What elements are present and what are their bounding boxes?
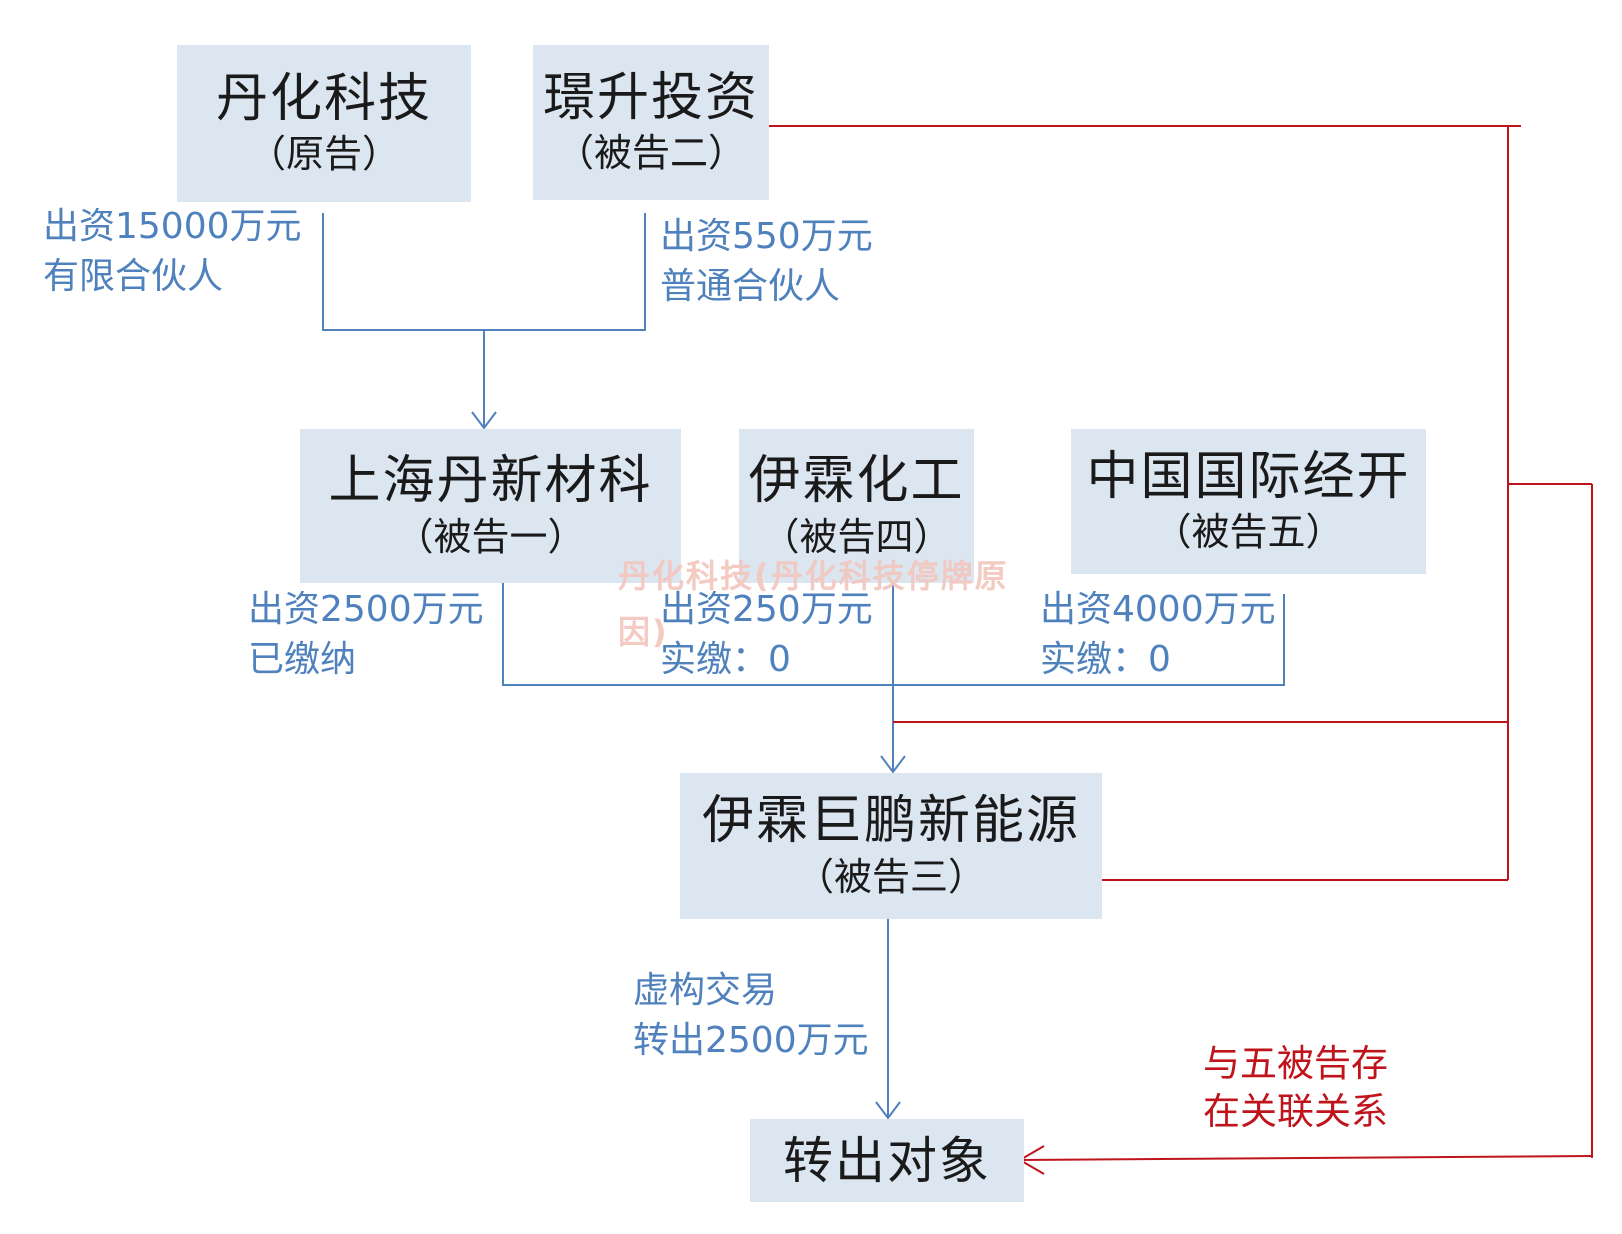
- blue-connector-bottom: [875, 917, 901, 1120]
- node-role: （被告五）: [1153, 510, 1344, 554]
- label-transfer: 虚构交易 转出2500万元: [633, 966, 869, 1066]
- node-role: （被告三）: [795, 854, 986, 899]
- label-line: 出资4000万元: [1040, 589, 1276, 630]
- node-target: 转出对象: [750, 1119, 1024, 1202]
- label-line: 实缴：0: [660, 639, 791, 680]
- label-danhua-contrib: 出资15000万元 有限合伙人: [43, 202, 302, 302]
- node-name: 上海丹新材科: [328, 451, 653, 512]
- node-name: 璟升投资: [542, 67, 759, 128]
- watermark: 丹化科技(丹化科技停牌原因): [618, 557, 1009, 651]
- label-line: 与五被告存: [1203, 1042, 1388, 1085]
- red-related-lines: [767, 125, 1593, 1175]
- label-jingsheng-contrib: 出资550万元 普通合伙人: [660, 212, 873, 312]
- label-line: 出资250万元: [660, 589, 873, 630]
- label-shanghai-contrib: 出资2500万元 已缴纳: [248, 585, 484, 685]
- node-role: （被告四）: [761, 514, 952, 559]
- node-yilin-chem: 伊霖化工 （被告四）: [739, 429, 974, 583]
- label-related-parties: 与五被告存 在关联关系: [1203, 1040, 1388, 1136]
- node-jingsheng: 璟升投资 （被告二）: [533, 45, 769, 200]
- node-danhua: 丹化科技 （原告）: [177, 45, 471, 202]
- node-name: 丹化科技: [215, 68, 432, 129]
- node-name: 伊霖化工: [748, 451, 965, 512]
- node-role: （被告二）: [555, 131, 746, 175]
- node-name: 转出对象: [783, 1131, 991, 1190]
- node-name: 伊霖巨鹏新能源: [701, 791, 1080, 852]
- node-shanghai: 上海丹新材科 （被告一）: [300, 429, 681, 583]
- node-role: （原告）: [247, 132, 400, 176]
- node-yilin-energy: 伊霖巨鹏新能源 （被告三）: [680, 773, 1102, 919]
- node-role: （被告一）: [395, 514, 586, 559]
- label-line: 已缴纳: [248, 639, 357, 680]
- label-line: 出资15000万元: [43, 206, 302, 247]
- label-line: 实缴：0: [1040, 639, 1171, 680]
- label-line: 普通合伙人: [660, 266, 841, 307]
- blue-connector-top: [322, 213, 646, 430]
- label-line: 出资550万元: [660, 216, 873, 257]
- label-yilin-chem-contrib: 出资250万元 实缴：0: [660, 585, 873, 685]
- label-line: 有限合伙人: [43, 256, 224, 297]
- label-line: 转出2500万元: [633, 1020, 869, 1061]
- label-line: 出资2500万元: [248, 589, 484, 630]
- label-china-intl-contrib: 出资4000万元 实缴：0: [1040, 585, 1276, 685]
- blue-connector-middle: [502, 575, 1285, 774]
- node-name: 中国国际经开: [1086, 446, 1411, 507]
- node-china-intl: 中国国际经开 （被告五）: [1071, 429, 1426, 574]
- label-line: 在关联关系: [1203, 1090, 1388, 1133]
- label-line: 虚构交易: [633, 970, 778, 1011]
